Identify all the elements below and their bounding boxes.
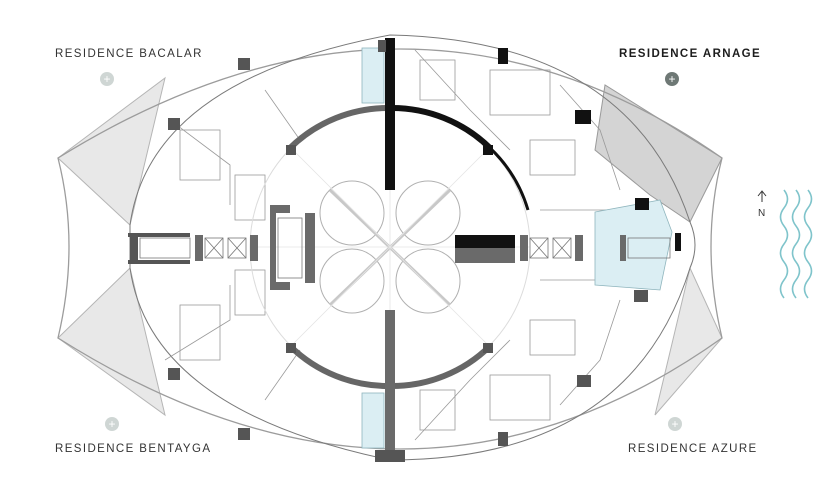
partitions [164, 49, 621, 441]
terrace-east-top-selected[interactable] [594, 84, 723, 223]
structural-walls [128, 38, 681, 450]
elevator-cabs [139, 217, 671, 279]
residence-bacalar-marker[interactable]: + [100, 72, 114, 86]
columns [168, 40, 649, 462]
residence-azure-label[interactable]: RESIDENCE AZURE [628, 443, 758, 455]
core [195, 205, 626, 290]
terraces [57, 76, 723, 417]
terrace-east-bottom[interactable] [654, 266, 723, 416]
inner-outline [129, 34, 696, 461]
terrace-west-top[interactable] [57, 76, 166, 226]
residence-bacalar-label[interactable]: RESIDENCE BACALAR [55, 48, 203, 60]
residence-arnage-label[interactable]: RESIDENCE ARNAGE [619, 48, 762, 60]
terrace-west-bottom[interactable] [57, 267, 166, 417]
glass-balconies [361, 47, 673, 449]
north-label: N [758, 208, 766, 219]
compass-and-water: N [748, 188, 820, 308]
residence-arnage-marker[interactable]: + [665, 72, 679, 86]
residence-bentayga-label[interactable]: RESIDENCE BENTAYGA [55, 443, 212, 455]
north-arrow-icon [757, 189, 813, 299]
residence-bentayga-marker[interactable]: + [105, 417, 119, 431]
residence-azure-marker[interactable]: + [668, 417, 682, 431]
water-waves-icon [779, 189, 813, 299]
building-outline [57, 48, 723, 450]
